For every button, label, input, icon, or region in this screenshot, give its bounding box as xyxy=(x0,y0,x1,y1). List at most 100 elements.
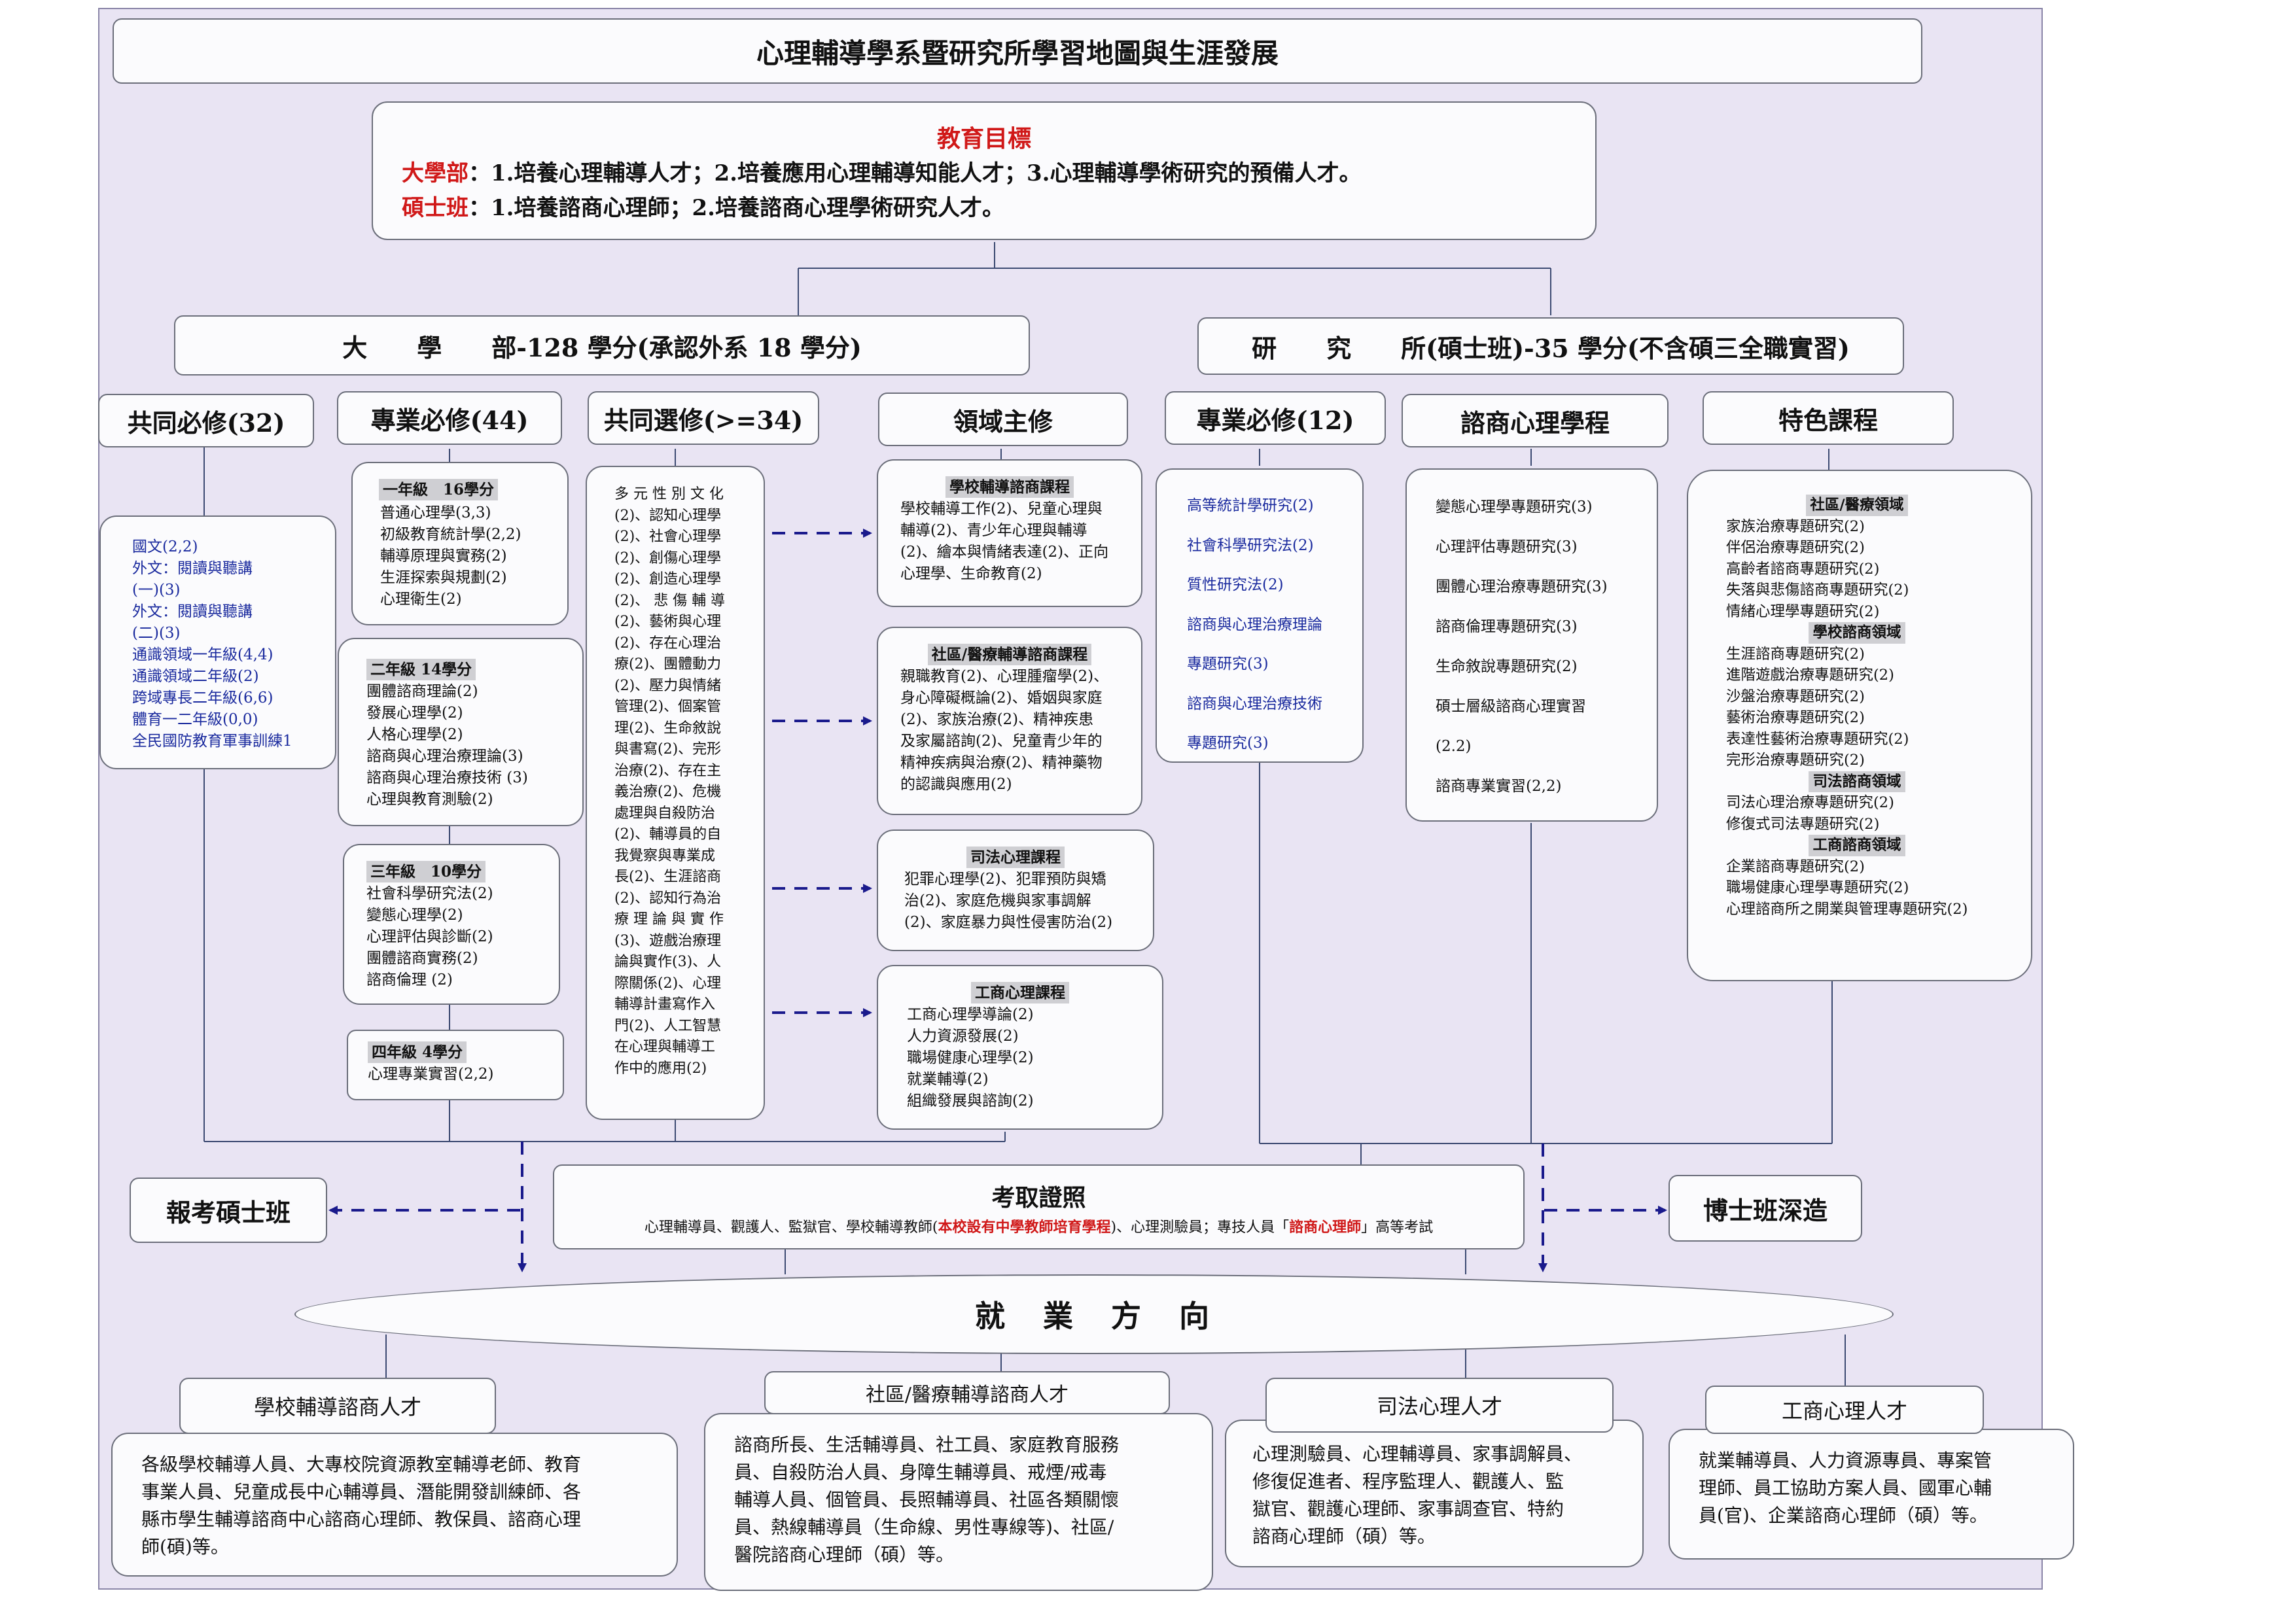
course-item: 團體諮商實務(2) xyxy=(366,950,478,967)
course-item: 全民國防教育軍事訓練1 xyxy=(132,733,292,750)
featured-section-title: 學校諮商領域 xyxy=(1726,622,1988,644)
license-text: 心理輔導員、觀護人、監獄官、學校輔導教師(本校設有中學教師培育學程)、心理測驗員… xyxy=(644,1219,1434,1236)
employment-line: 員、熱線輔導員（生命線、男性專線等)、社區/ xyxy=(734,1516,1114,1538)
masters-exam-box: 報考碩士班 xyxy=(130,1178,327,1243)
goals-undergrad-label: 大學部 xyxy=(402,160,468,186)
grad-course-line: 諮商與心理治療技術 xyxy=(1187,695,1322,712)
featured-course-item: 心理諮商所之開業與管理專題研究(2) xyxy=(1726,900,1968,918)
elective-line: 療(2)、團體動力 xyxy=(614,656,722,672)
elective-line: 作中的應用(2) xyxy=(614,1060,707,1077)
employment-line: 各級學校輔導人員、大專校院資源教室輔導老師、教育 xyxy=(141,1454,582,1475)
course-item: 人力資源發展(2) xyxy=(907,1028,1019,1045)
employment-line: 修復促進者、程序監理人、觀護人、監 xyxy=(1252,1471,1564,1492)
grad-course-line: 生命敘說專題研究(2) xyxy=(1436,658,1578,675)
featured-course-item: 表達性藝術治療專題研究(2) xyxy=(1726,730,1909,748)
course-item: 外文：閱讀與聽講 xyxy=(132,560,253,577)
year2-box: 二年級 14學分 團體諮商理論(2)發展心理學(2)人格心理學(2)諮商與心理治… xyxy=(338,638,584,826)
grad-course-line: 社會科學研究法(2) xyxy=(1187,536,1314,554)
community-course-title: 社區/醫療輔導諮商課程 xyxy=(878,644,1141,665)
elective-line: 多 元 性 別 文 化 xyxy=(614,486,724,502)
employment-line: 諮商所長、生活輔導員、社工員、家庭教育服務 xyxy=(734,1434,1120,1456)
common-elective-box: 多 元 性 別 文 化(2)、認知心理學(2)、社會心理學(2)、創傷心理學(2… xyxy=(586,466,765,1120)
elective-line: (2)、認知心理學 xyxy=(614,507,722,524)
employment-line: 理師、員工協助方案人員、國軍心輔 xyxy=(1699,1477,1992,1499)
forensic-course-box: 司法心理課程 犯罪心理學(2)、犯罪預防與矯治(2)、家庭危機與家事調解(2)、… xyxy=(877,829,1154,951)
featured-course-item: 企業諮商專題研究(2) xyxy=(1726,858,1865,875)
elective-line: 長(2)、生涯諮商 xyxy=(614,869,722,885)
domain-major-header: 領域主修 xyxy=(878,393,1128,446)
employment-line: 輔導人員、個管員、長照輔導員、社區各類關懷 xyxy=(734,1489,1120,1510)
year1-box: 一年級 16學分 普通心理學(3,3)初級教育統計學(2,2)輔導原理與實務(2… xyxy=(351,462,569,625)
course-line: 心理學、生命教育(2) xyxy=(900,565,1042,582)
featured-courses-header: 特色課程 xyxy=(1703,391,1954,445)
elective-line: 我覺察與專業成 xyxy=(614,847,716,864)
community-course-box: 社區/醫療輔導諮商課程 親職教育(2)、心理腫瘤學(2)、身心障礙概論(2)、婚… xyxy=(877,627,1142,815)
grad-course-line: 專題研究(3) xyxy=(1187,655,1269,672)
elective-line: (2)、創造心理學 xyxy=(614,571,722,587)
employment-line: 員、自殺防治人員、身障生輔導員、戒煙/戒毒 xyxy=(734,1461,1107,1483)
year2-title: 二年級 14學分 xyxy=(366,659,476,681)
course-item: 普通心理學(3,3) xyxy=(380,504,491,521)
elective-line: 處理與自殺防治 xyxy=(614,805,716,822)
featured-course-item: 完形治療專題研究(2) xyxy=(1726,752,1865,769)
goals-heading: 教育目標 xyxy=(936,125,1031,152)
employment-school-text: 各級學校輔導人員、大專校院資源教室輔導老師、教育事業人員、兒童成長中心輔導員、潛… xyxy=(141,1451,581,1561)
elective-line: 輔導計畫寫作入 xyxy=(614,996,716,1013)
common-required-header: 共同必修(32) xyxy=(98,394,314,447)
year4-box: 四年級 4學分 心理專業實習(2,2) xyxy=(347,1030,564,1100)
goals-master-line: 碩士班：1.培養諮商心理師；2.培養諮商心理學術研究人才。 xyxy=(402,190,1004,222)
course-item: 生涯探索與規劃(2) xyxy=(380,569,507,586)
elective-line: (2)、輔導員的自 xyxy=(614,826,722,843)
featured-courses-box: 社區/醫療領域家族治療專題研究(2)伴侶治療專題研究(2)高齡者諮商專題研究(2… xyxy=(1687,470,2032,981)
employment-business-box: 就業輔導員、人力資源專員、專案管理師、員工協助方案人員、國軍心輔員(官)、企業諮… xyxy=(1669,1429,2074,1560)
course-line: 的認識與應用(2) xyxy=(900,776,1012,793)
school-course-list: 學校輔導工作(2)、兒童心理與輔導(2)、青少年心理與輔導(2)、繪本與情緒表達… xyxy=(900,498,1108,585)
employment-community-text: 諮商所長、生活輔導員、社工員、家庭教育服務員、自殺防治人員、身障生輔導員、戒煙/… xyxy=(734,1431,1119,1569)
employment-line: 心理測驗員、心理輔導員、家事調解員、 xyxy=(1252,1443,1583,1465)
year3-box: 三年級 10學分 社會科學研究法(2)變態心理學(2)心理評估與診斷(2)團體諮… xyxy=(343,844,560,1005)
elective-line: (2)、壓力與情緒 xyxy=(614,677,722,694)
elective-line: (2)、存在心理治 xyxy=(614,635,722,652)
page-title: 心理輔導學系暨研究所學習地圖與生涯發展 xyxy=(113,18,1922,84)
course-item: 就業輔導(2) xyxy=(907,1071,989,1088)
year4-list: 心理專業實習(2,2) xyxy=(368,1064,494,1085)
grad-major-required-header: 專業必修(12) xyxy=(1165,391,1386,445)
community-course-list: 親職教育(2)、心理腫瘤學(2)、身心障礙概論(2)、婚姻與家庭(2)、家族治療… xyxy=(900,666,1108,795)
major-required-header: 專業必修(44) xyxy=(337,391,562,445)
featured-section-title: 司法諮商領域 xyxy=(1726,771,1988,792)
employment-forensic-header: 司法心理人才 xyxy=(1265,1378,1614,1433)
elective-line: 治療(2)、存在主 xyxy=(614,762,722,779)
grad-major-required-box: 高等統計學研究(2)社會科學研究法(2)質性研究法(2)諮商與心理治療理論專題研… xyxy=(1156,468,1364,763)
counseling-program-header: 諮商心理學程 xyxy=(1402,394,1669,447)
license-box: 考取證照 心理輔導員、觀護人、監獄官、學校輔導教師(本校設有中學教師培育學程)、… xyxy=(553,1164,1525,1249)
course-item: 發展心理學(2) xyxy=(366,705,463,722)
course-item: 通識領域二年級(2) xyxy=(132,668,259,685)
course-item: 初級教育統計學(2,2) xyxy=(380,526,521,543)
elective-line: (2)、認知行為治 xyxy=(614,890,722,907)
elective-line: 與書寫(2)、完形 xyxy=(614,741,722,758)
grad-course-line: 諮商專業實習(2,2) xyxy=(1436,778,1562,795)
featured-course-item: 高齡者諮商專題研究(2) xyxy=(1726,560,1880,578)
year1-title: 一年級 16學分 xyxy=(379,479,499,501)
employment-line: 員(官)、企業諮商心理師（碩）等。 xyxy=(1699,1505,1988,1526)
featured-course-item: 生涯諮商專題研究(2) xyxy=(1726,645,1865,663)
grad-course-line: 變態心理學專題研究(3) xyxy=(1436,498,1593,515)
elective-line: (2)、藝術與心理 xyxy=(614,614,722,630)
course-line: 精神疾病與治療(2)、精神藥物 xyxy=(900,754,1103,771)
course-line: 輔導(2)、青少年心理與輔導 xyxy=(900,522,1087,539)
counseling-program-box: 變態心理學專題研究(3)心理評估專題研究(3)團體心理治療專題研究(3)諮商倫理… xyxy=(1405,468,1658,822)
employment-forensic-box: 心理測驗員、心理輔導員、家事調解員、修復促進者、程序監理人、觀護人、監獄官、觀護… xyxy=(1225,1420,1644,1567)
elective-line: 論與實作(3)、人 xyxy=(614,954,722,970)
course-item: 心理衛生(2) xyxy=(380,591,462,608)
course-item: 團體諮商理論(2) xyxy=(366,683,478,700)
course-item: 心理專業實習(2,2) xyxy=(368,1066,494,1083)
course-item: 組織發展與諮詢(2) xyxy=(907,1092,1034,1109)
course-line: 治(2)、家庭危機與家事調解 xyxy=(904,892,1091,909)
employment-forensic-text: 心理測驗員、心理輔導員、家事調解員、修復促進者、程序監理人、觀護人、監獄官、觀護… xyxy=(1252,1440,1582,1550)
employment-community-box: 諮商所長、生活輔導員、社工員、家庭教育服務員、自殺防治人員、身障生輔導員、戒煙/… xyxy=(704,1413,1213,1591)
elective-line: (2)、 悲 傷 輔 導 xyxy=(614,592,726,609)
elective-line: 管理(2)、個案管 xyxy=(614,699,722,715)
goals-undergrad-line: 大學部：1.培養心理輔導人才；2.培養應用心理輔導知能人才；3.心理輔導學術研究… xyxy=(402,155,1361,187)
featured-course-item: 伴侶治療專題研究(2) xyxy=(1726,539,1865,556)
